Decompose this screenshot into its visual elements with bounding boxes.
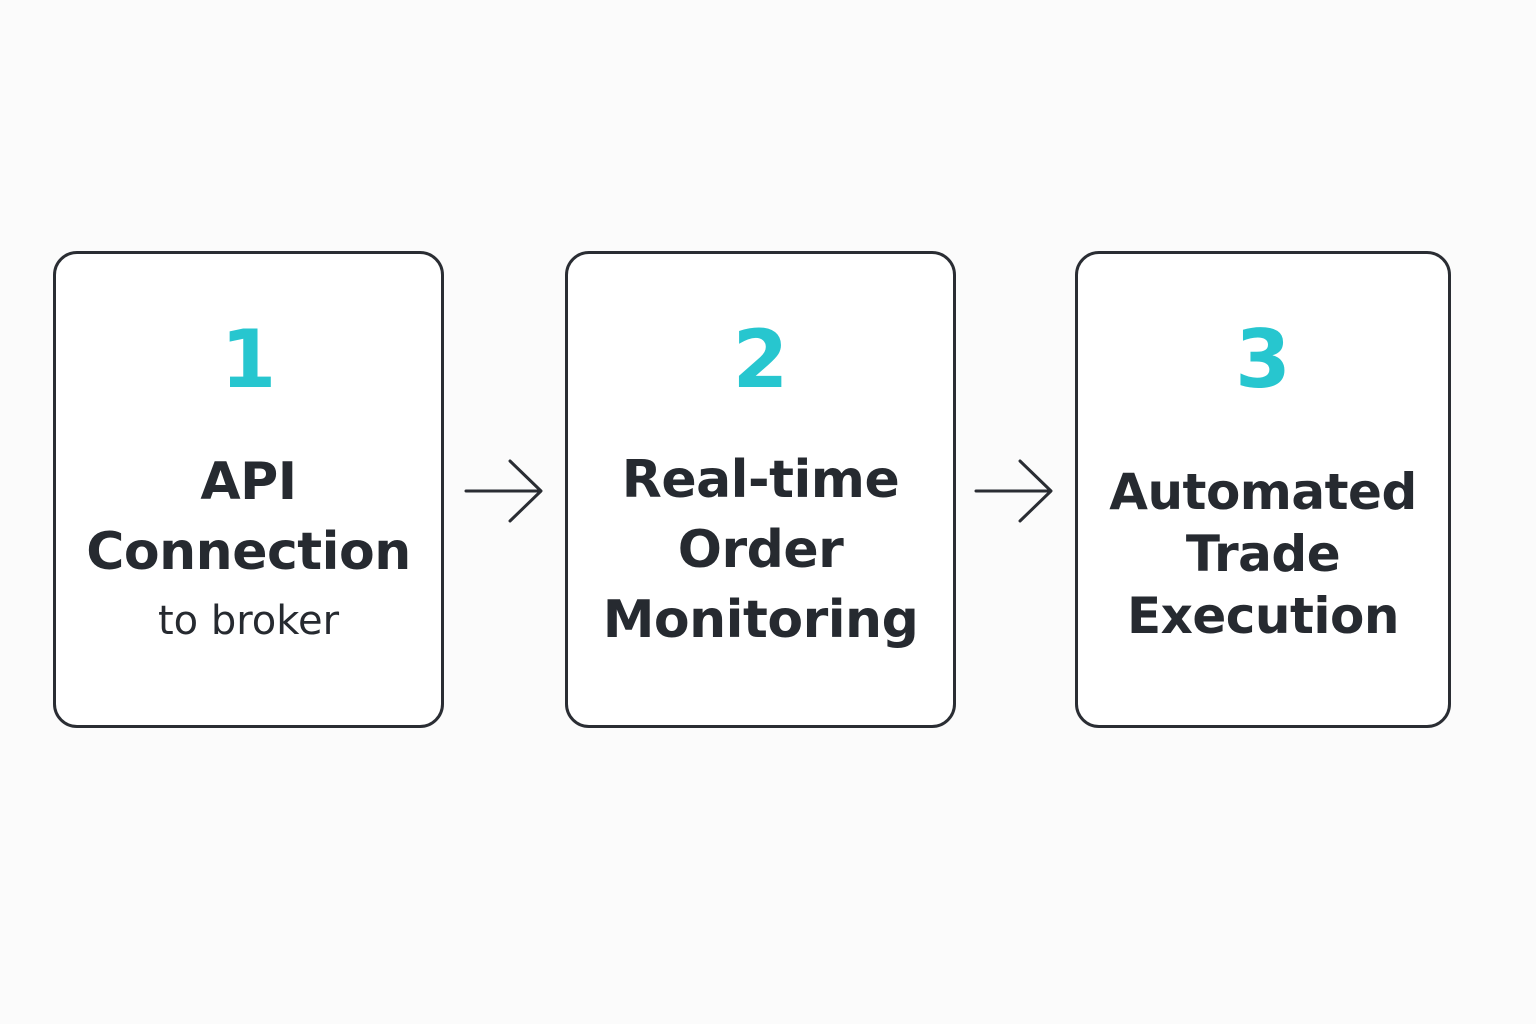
step-subtitle: to broker <box>157 598 340 644</box>
step-title-line: Monitoring <box>602 590 919 650</box>
step-title-line: Real-time <box>621 450 900 510</box>
step-card-order-monitoring: 2 Real-time Order Monitoring <box>565 251 956 728</box>
arrow-right-icon <box>464 459 543 523</box>
step-title-line: Automated <box>1109 463 1417 521</box>
step-title-line: API <box>200 452 297 512</box>
step-title-line: Execution <box>1126 587 1400 645</box>
step-card-api-connection: 1 API Connection to broker <box>53 251 444 728</box>
step-title-line: Trade <box>1185 525 1341 583</box>
step-title-line: Connection <box>86 522 411 582</box>
step-number: 2 <box>732 313 789 406</box>
step-title-line: Order <box>677 520 844 580</box>
step-title: Real-time Order Monitoring <box>568 445 953 655</box>
step-number: 1 <box>220 313 277 406</box>
step-title: API Connection to broker <box>56 447 441 649</box>
step-card-trade-execution: 3 Automated Trade Execution <box>1075 251 1451 728</box>
step-title: Automated Trade Execution <box>1078 461 1448 647</box>
arrow-right-icon <box>974 459 1053 523</box>
step-number: 3 <box>1235 313 1291 406</box>
